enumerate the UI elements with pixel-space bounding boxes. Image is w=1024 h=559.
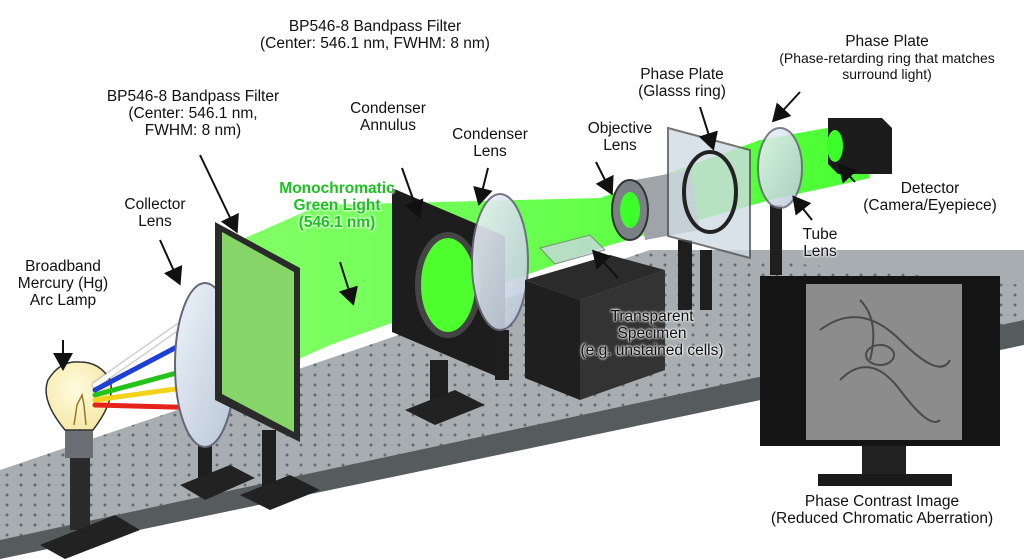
label-text: Condenser	[350, 100, 426, 117]
label-text: Phase Plate	[845, 33, 929, 50]
label-text: Phase Plate	[640, 66, 724, 83]
label-text: Lens	[803, 243, 837, 260]
label-text: Collector	[124, 196, 186, 213]
label-collector-lens: Collector Lens	[110, 196, 200, 230]
detector-camera	[827, 118, 892, 174]
label-text: (Glasss ring)	[638, 83, 726, 100]
phase-plate-ring	[757, 127, 803, 275]
label-text: Lens	[138, 213, 172, 230]
label-transparent-specimen: Transparent Specimen (e.g. unstained cel…	[562, 308, 742, 359]
label-bandpass-filter: BP546-8 Bandpass Filter (Center: 546.1 n…	[88, 88, 298, 139]
label-text: Broadband	[25, 258, 101, 275]
label-mercury-lamp: Broadband Mercury (Hg) Arc Lamp	[10, 258, 116, 309]
phase-plate-glass	[667, 126, 751, 310]
label-detector: Detector (Camera/Eyepiece)	[850, 180, 1010, 214]
label-tube-lens: Tube Lens	[790, 226, 850, 260]
label-text: (Reduced Chromatic Aberration)	[770, 510, 994, 527]
label-text: (e.g. unstained cells)	[580, 342, 724, 359]
label-phase-contrast-image: Phase Contrast Image (Reduced Chromatic …	[742, 493, 1022, 527]
leader-arrows	[53, 91, 858, 371]
bandpass-filter	[215, 222, 320, 510]
label-condenser-annulus: Condenser Annulus	[340, 100, 436, 134]
label-text: Lens	[603, 137, 637, 154]
label-text: surround light)	[842, 66, 932, 82]
label-text: Objective	[587, 120, 653, 137]
label-text: Arc Lamp	[29, 292, 97, 309]
label-text: (Center: 546.1 nm, FWHM: 8 nm)	[260, 35, 490, 52]
label-text: (Phase-retarding ring that matches	[779, 50, 995, 66]
label-phase-plate-glass: Phase Plate (Glasss ring)	[624, 66, 740, 100]
label-text: (546.1 nm)	[298, 214, 376, 231]
label-text: BP546-8 Bandpass Filter	[288, 18, 462, 35]
label-text: Phase Contrast Image	[804, 493, 960, 510]
specimen-stage	[525, 234, 665, 400]
label-text: Monochromatic	[279, 180, 395, 197]
label-text: Tube	[802, 226, 838, 243]
condenser-lens	[471, 193, 529, 380]
label-text: Detector	[900, 180, 960, 197]
label-text: Condenser	[452, 126, 528, 143]
monitor	[760, 276, 1000, 486]
label-top-bandpass-filter: BP546-8 Bandpass Filter (Center: 546.1 n…	[230, 18, 520, 52]
label-text: (Center: 546.1 nm,	[128, 105, 258, 122]
label-text: (Camera/Eyepiece)	[863, 197, 997, 214]
label-condenser-lens: Condenser Lens	[440, 126, 540, 160]
label-objective-lens: Objective Lens	[572, 120, 668, 154]
label-phase-plate-ring: Phase Plate (Phase-retarding ring that m…	[756, 33, 1018, 82]
label-text: Annulus	[359, 117, 416, 134]
label-text: FWHM: 8 nm)	[144, 122, 242, 139]
label-text: Mercury (Hg)	[17, 275, 109, 292]
mercury-lamp	[40, 361, 140, 559]
label-text: BP546-8 Bandpass Filter	[106, 88, 280, 105]
label-text: Transparent	[610, 308, 694, 325]
label-text: Green Light	[293, 197, 381, 214]
label-text: Specimen	[617, 325, 687, 342]
label-text: Lens	[473, 143, 507, 160]
label-monochromatic-light: Monochromatic Green Light (546.1 nm)	[272, 180, 402, 231]
